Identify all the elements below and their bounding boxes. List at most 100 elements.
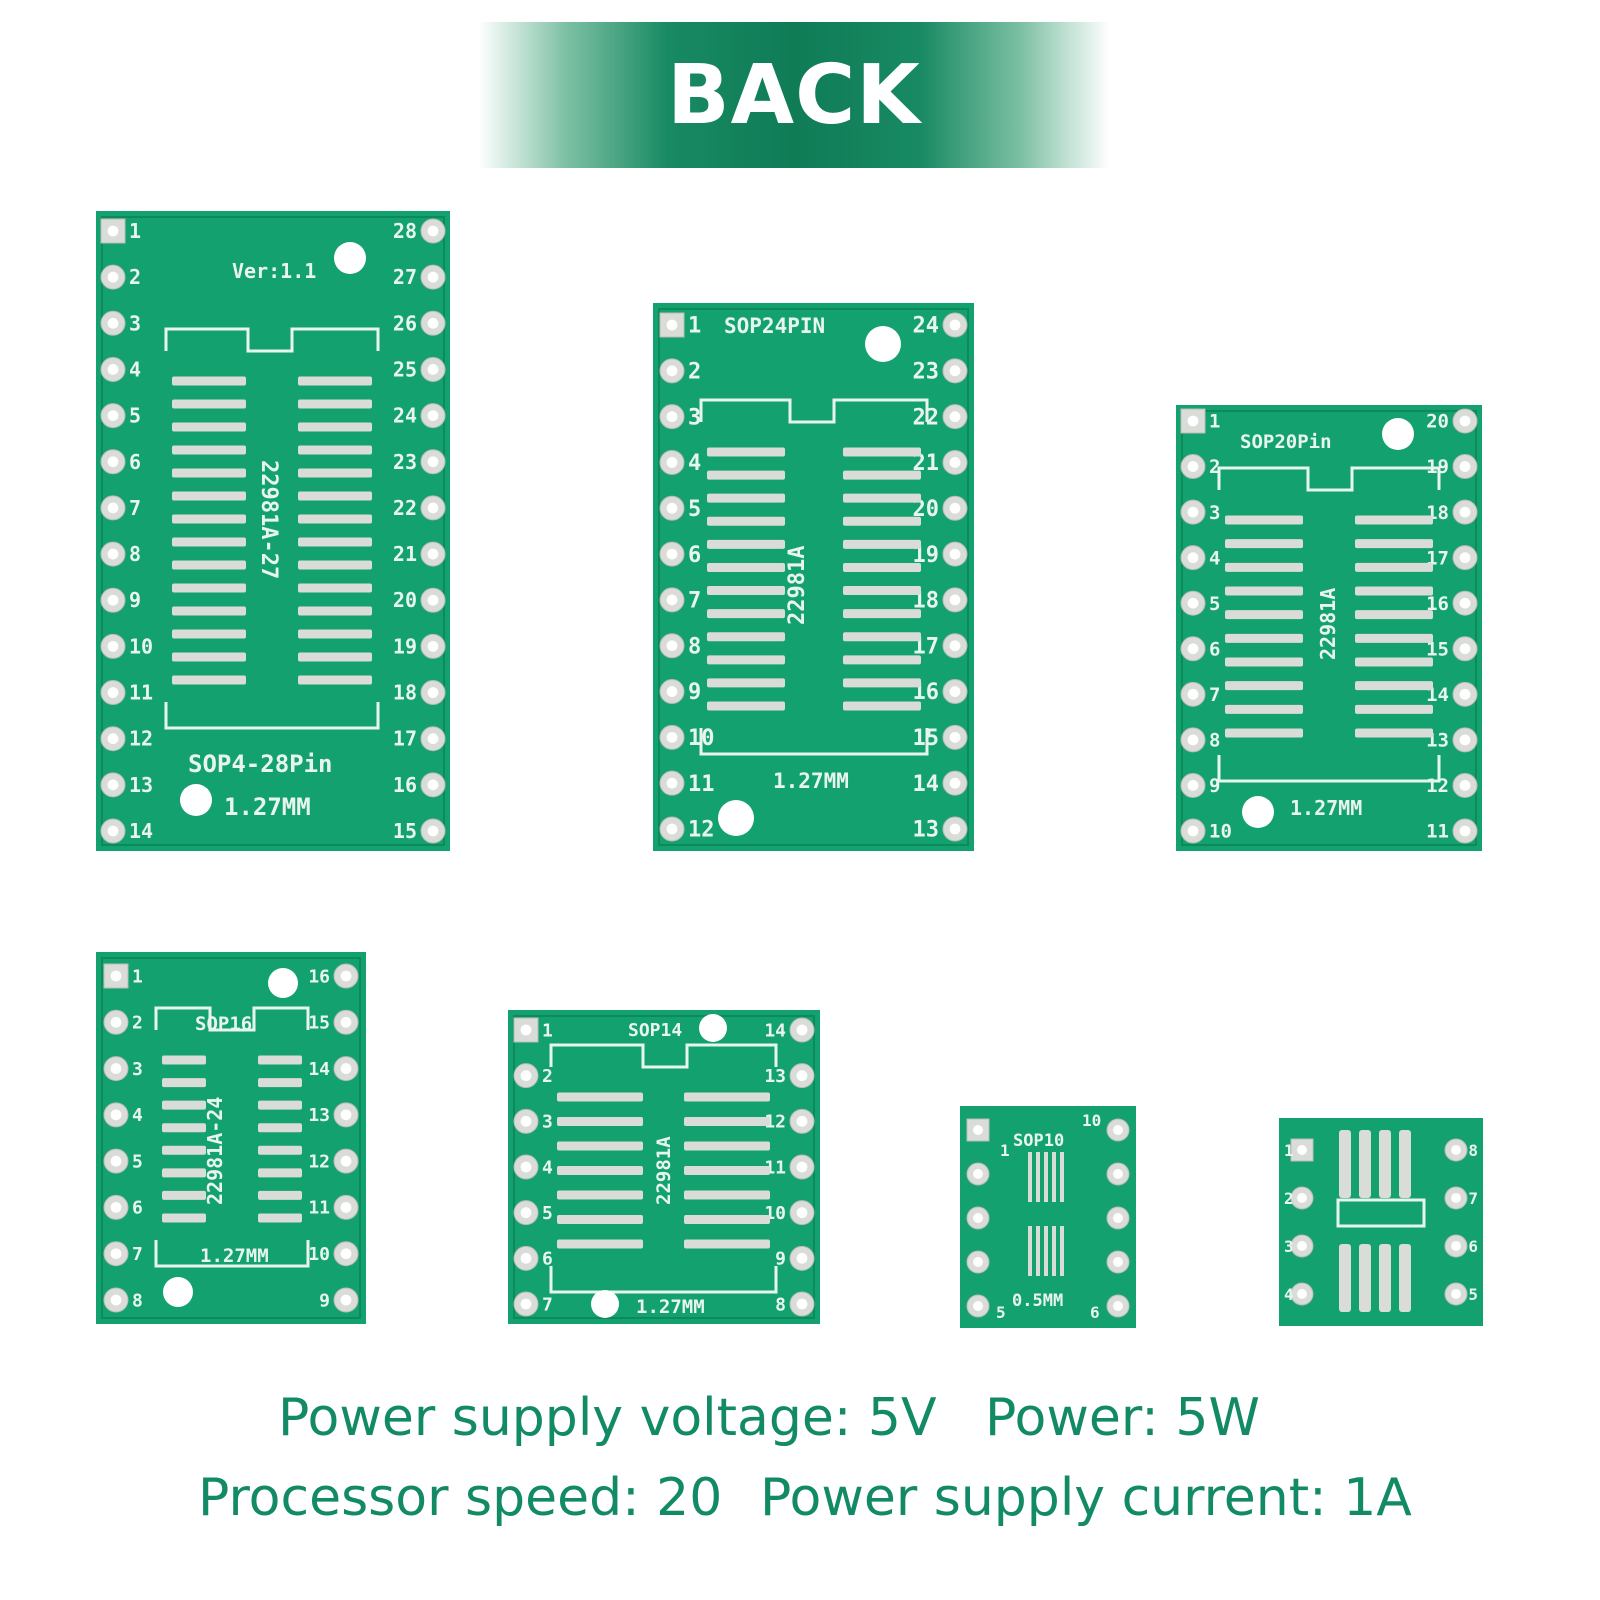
pad-hole (427, 548, 439, 560)
smd-pad-left (707, 678, 785, 688)
spec-voltage: Power supply voltage: 5V (278, 1388, 937, 1448)
smd-pad-left (707, 539, 785, 549)
ic-outline-top (699, 398, 929, 424)
smd-pad-right (843, 562, 921, 572)
pad-hole (1459, 597, 1471, 609)
pin-number-right: 17 (393, 727, 417, 751)
pin-number-right: 10 (1082, 1111, 1101, 1130)
pcb-trace-border (1181, 410, 1477, 846)
smd-pad-right (1355, 633, 1433, 643)
pin-number-right: 14 (913, 772, 940, 797)
smd-pad-right (298, 399, 372, 409)
pad-hole (427, 364, 439, 375)
pad-hole (666, 823, 678, 835)
smd-pad-right (1355, 704, 1433, 714)
pad-hole (520, 1070, 532, 1082)
smd-pad-left (172, 445, 246, 455)
board-version-label: Ver:1.1 (232, 259, 316, 283)
pad-hole (796, 1024, 808, 1036)
spec-current: Power supply current: 1A (760, 1468, 1412, 1528)
pad-hole (107, 317, 119, 329)
smd-pad-right (684, 1166, 770, 1175)
pin-number-right: 7 (1468, 1189, 1478, 1208)
pin-number-left: 8 (688, 634, 701, 659)
pad-hole (796, 1298, 808, 1310)
pad-hole (1187, 461, 1199, 472)
pad-hole (1187, 780, 1199, 791)
pin-number-left: 5 (1209, 593, 1220, 615)
ic-outline-bottom (1217, 755, 1441, 783)
mounting-hole (334, 242, 366, 274)
smd-pad-right (258, 1078, 302, 1088)
smd-pad-right (298, 376, 372, 386)
smd-pad-right (843, 609, 921, 619)
smd-pad-left (172, 514, 246, 524)
pad-hole (666, 502, 678, 514)
pad-hole (1187, 643, 1199, 655)
pad-hole (340, 1202, 352, 1213)
pad-hole (949, 686, 961, 697)
smd-pad-left (707, 632, 785, 642)
pin-number-left: 7 (1209, 684, 1220, 706)
pad-hole (107, 733, 119, 745)
pin-number-left: 5 (542, 1203, 553, 1224)
smd-pad-right (258, 1190, 302, 1200)
board-part-code: 22981A (1316, 588, 1340, 660)
pin-number-right: 26 (393, 311, 417, 335)
smd-pad-right (843, 678, 921, 688)
back-banner: BACK (478, 22, 1110, 168)
pin-number-left: 2 (1284, 1189, 1294, 1208)
pad-hole (1187, 415, 1199, 427)
pad-hole (949, 502, 961, 514)
pad-hole (1187, 597, 1199, 609)
smd-pad-right (258, 1145, 302, 1155)
pin-number-right: 12 (308, 1151, 330, 1172)
pad-hole (949, 777, 961, 789)
smd-pad-left (707, 470, 785, 480)
pcb-body (1176, 405, 1482, 851)
pin-number-right: 13 (308, 1105, 330, 1126)
smd-pad-bottom (1339, 1244, 1351, 1312)
pad-hole (110, 1063, 122, 1074)
pin-number-right: 19 (393, 634, 417, 658)
smd-pad-right (1355, 610, 1433, 620)
smd-pad-left (557, 1117, 643, 1126)
pad-hole (796, 1115, 808, 1127)
pin-number-left: 7 (129, 496, 141, 520)
pin-number-right: 16 (1426, 593, 1449, 615)
pad-hole (666, 686, 678, 697)
pin-number-left: 6 (1209, 638, 1220, 660)
pin-number-right: 8 (1468, 1141, 1478, 1160)
pad-hole (107, 779, 119, 791)
pin-number-left: 11 (129, 681, 153, 705)
pad-hole (949, 365, 961, 377)
smd-pad-left (557, 1239, 643, 1249)
smd-pad-left (1225, 539, 1303, 549)
pad-hole (1187, 552, 1199, 564)
pin-number-right: 15 (393, 819, 417, 843)
fine-pitch-pad (1028, 1226, 1032, 1276)
smd-pad-left (1225, 681, 1303, 691)
pin-number-left: 6 (132, 1198, 143, 1219)
pin-number-right: 15 (1426, 638, 1449, 660)
board-pitch-label: 1.27MM (636, 1296, 705, 1318)
pad-hole (340, 1109, 352, 1121)
pin-number-left: 12 (129, 727, 153, 751)
pad-hole (107, 594, 119, 606)
pin-number-left: 1 (132, 966, 143, 987)
pin-number-right: 22 (393, 496, 417, 520)
smd-pad-right (1355, 657, 1433, 667)
pcb-trace-border (658, 308, 969, 846)
board-part-code: 22981A (653, 1136, 675, 1205)
smd-pad-bottom (1359, 1244, 1371, 1312)
pin-number-left: 4 (688, 451, 701, 476)
board-model-label: SOP10 (1013, 1131, 1064, 1151)
pad-hole (949, 594, 961, 606)
pad-square (513, 1017, 539, 1043)
pad-hole (427, 410, 439, 422)
pad-hole (666, 548, 678, 560)
ic-outline-bottom (154, 1240, 310, 1268)
smd-pad-right (684, 1239, 770, 1249)
